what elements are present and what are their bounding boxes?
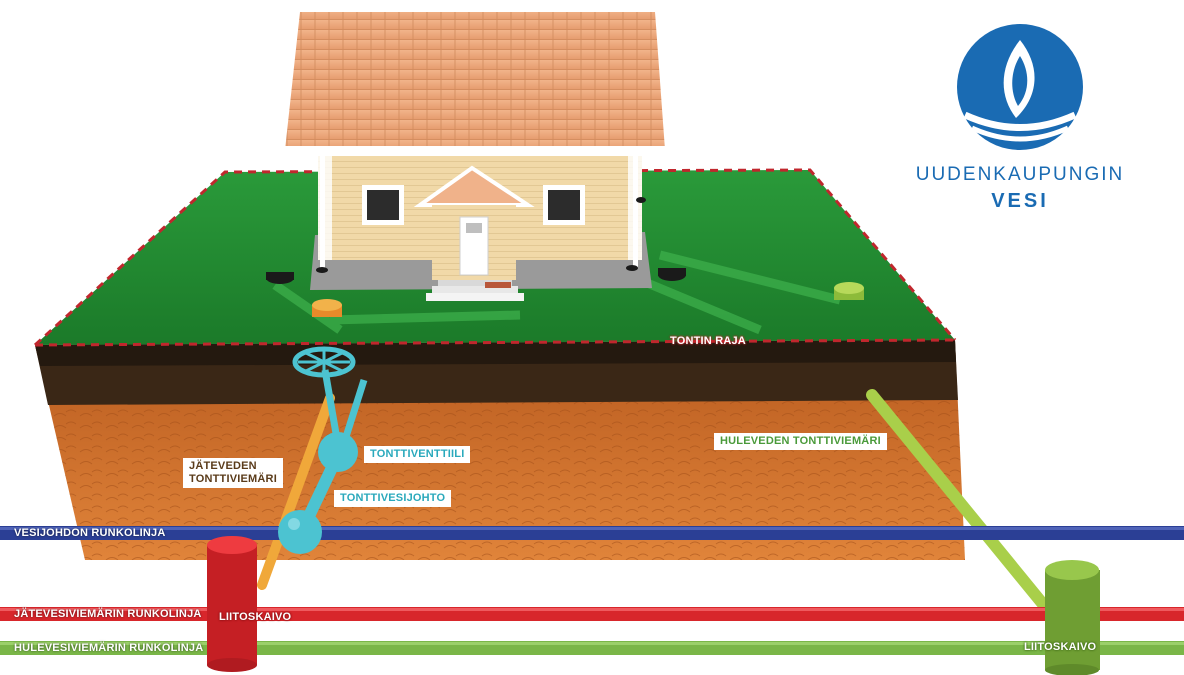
house	[285, 12, 665, 301]
connection-well-right-label: LIITOSKAIVO	[1024, 641, 1097, 653]
stormwater-branch-pipe	[866, 389, 1066, 631]
wastewater-inspection-well	[312, 299, 342, 317]
window-left	[362, 185, 404, 225]
water-main-label: VESIJOHDON RUNKOLINJA	[14, 527, 166, 539]
wastewater-branch-label-line1: JÄTEVEDEN	[189, 460, 257, 472]
stormwater-branch-label: HULEVEDEN TONTTIVIEMÄRI	[714, 433, 887, 450]
stormwater-inspection-well	[834, 282, 864, 300]
valve-housing	[341, 378, 368, 442]
stormwater-connection-well	[1045, 560, 1100, 675]
valve-handwheel	[292, 346, 356, 378]
wastewater-connection-well	[207, 536, 257, 672]
connection-well-left-label: LIITOSKAIVO	[219, 611, 292, 623]
wastewater-branch-label: JÄTEVEDEN TONTTIVIEMÄRI	[183, 458, 283, 488]
logo-line2: VESI	[991, 190, 1049, 212]
plot-valve-label: TONTTIVENTTIILI	[364, 446, 471, 463]
wastewater-main-label: JÄTEVESIVIEMÄRIN RUNKOLINJA	[14, 608, 202, 620]
wastewater-branch-label-line2: TONTTIVIEMÄRI	[189, 473, 277, 485]
plot-boundary-label: TONTIN RAJA	[670, 335, 746, 347]
main-connection-valve	[278, 510, 322, 554]
window-right	[543, 185, 585, 225]
wastewater-branch-pipe	[257, 393, 335, 590]
logo-line1: UUDENKAUPUNGIN	[915, 164, 1125, 185]
roof-drain-wells	[266, 197, 686, 284]
logo-emblem	[957, 24, 1083, 150]
stormwater-main-label: HULEVESIVIEMÄRIN RUNKOLINJA	[14, 642, 204, 654]
plot-valve-body	[318, 432, 358, 472]
lawn-pipe-traces	[272, 250, 842, 335]
ground-cross-section	[35, 340, 965, 560]
plot-water-pipe-label: TONTTIVESIJOHTO	[334, 490, 452, 507]
